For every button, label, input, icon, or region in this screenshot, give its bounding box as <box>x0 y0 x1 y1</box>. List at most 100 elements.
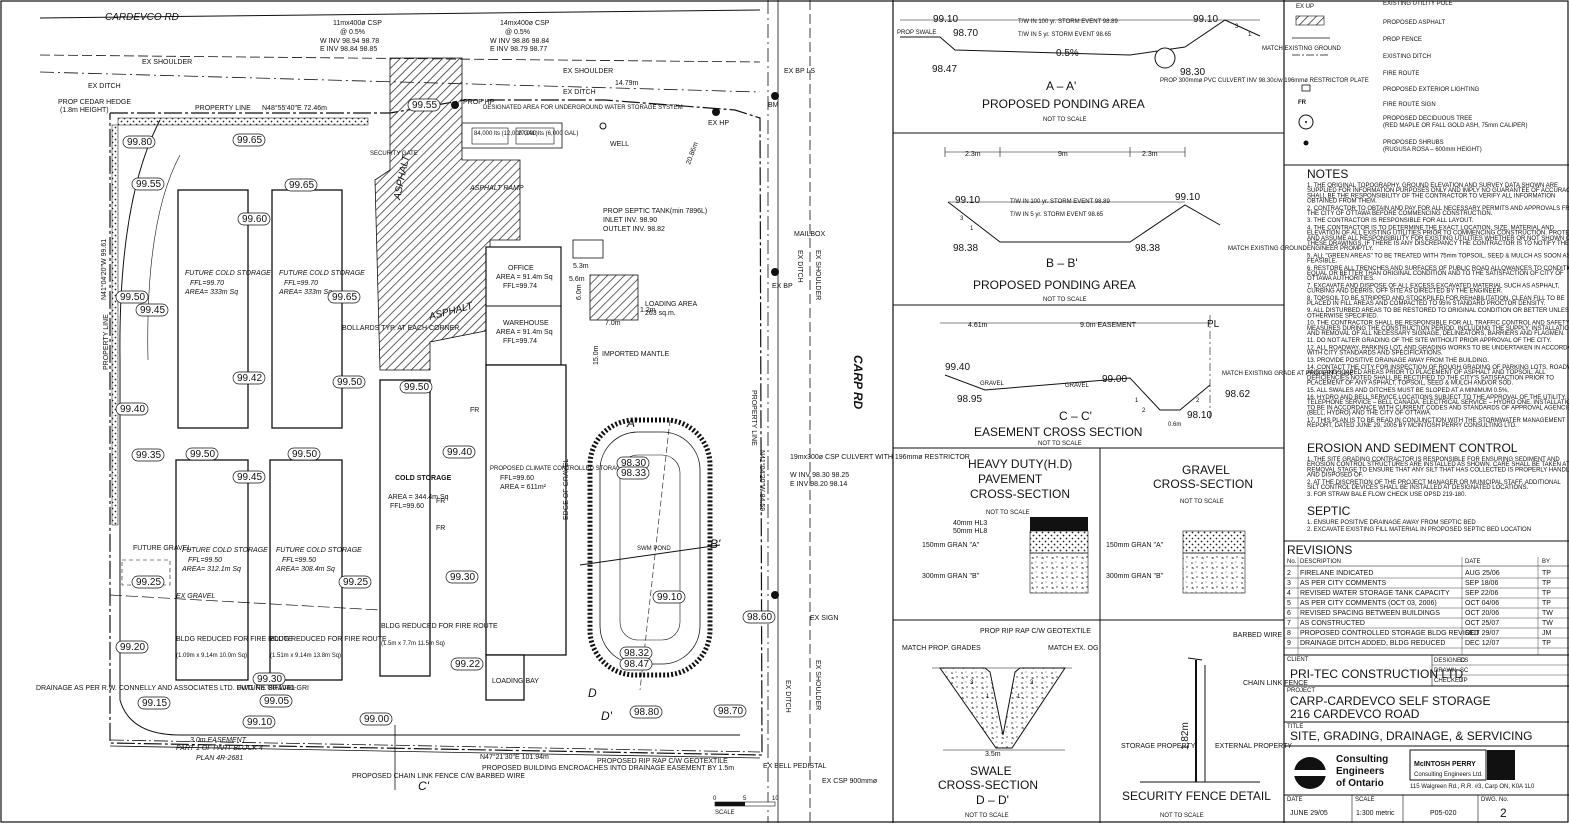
elevation-value: 99.25 <box>136 577 161 588</box>
elevation-value: 99.30 <box>257 674 282 685</box>
ex-shoulder-right-2: EX SHOULDER <box>814 660 821 710</box>
revision-cell: TW <box>1542 610 1553 617</box>
revisions-header: DESCRIPTION <box>1300 559 1341 565</box>
cold-storage-label: COLD STORAGE <box>395 475 452 482</box>
revision-cell: OCT 29/07 <box>1465 630 1499 637</box>
elevation-box <box>115 402 149 416</box>
ex-hp-label: EX HP <box>708 120 729 127</box>
swale-r1: 3 <box>970 680 974 686</box>
aa-tw5: T/W IN 5 yr. STORM EVENT 98.65 <box>1018 32 1112 38</box>
dim-1-2: 1.2m <box>640 307 656 314</box>
elevation-value: 99.42 <box>237 373 262 384</box>
elevation-value: 99.40 <box>447 447 472 458</box>
revision-cell: OCT 25/07 <box>1465 620 1499 627</box>
warehouse-area: AREA = 91.4m Sq <box>496 329 553 336</box>
logo-sub: Consulting Engineers Ltd. <box>1414 772 1483 778</box>
fence-height: 1.82m <box>1180 722 1191 750</box>
section-gravel: GRAVEL CROSS-SECTION NOT TO SCALE 150mm … <box>1106 463 1253 594</box>
mcintosh-logo <box>1409 749 1487 781</box>
elevation-value: 99.25 <box>343 577 368 588</box>
bb-dim-mid: 9m <box>1058 151 1068 158</box>
csp2-label: 14mx400ø CSP <box>500 20 550 27</box>
office-ffl: FFL=99.74 <box>503 283 537 290</box>
note-item-12: 12. ALL ROADWAY, PARKING LOT, AND GRADIN… <box>1307 345 1569 356</box>
note-item-8: 8. TOPSOIL TO BE STRIPPED AND STOCKPILED… <box>1307 296 1565 307</box>
aa-title: PROPOSED PONDING AREA <box>982 97 1145 111</box>
firm-1: Consulting <box>1336 754 1388 765</box>
elevation-value: 99.45 <box>237 472 262 483</box>
fcs3-label: FUTURE COLD STORAGE <box>182 547 268 554</box>
elevation-box <box>442 445 476 459</box>
checked-label: CHECKED <box>1434 678 1464 684</box>
section-a2-tag: A' <box>626 416 638 430</box>
revisions-header: BY <box>1542 559 1550 565</box>
revisions-header: No. <box>1287 559 1297 565</box>
elevation-box <box>284 178 318 192</box>
cc-e5: 98.10 <box>1187 410 1212 421</box>
elevation-value: 99.65 <box>332 292 357 303</box>
culvert-e: E INV 98.20 98.14 <box>790 481 847 488</box>
elevation-value: 98.47 <box>624 659 649 670</box>
note-item-9: 9. ALL DISTURBED AREAS TO BE RESTORED TO… <box>1307 308 1569 319</box>
legend-item-2: PROP FENCE <box>1383 37 1422 43</box>
scale-t1: 5 <box>743 796 747 802</box>
legend-ex-up: EX UP <box>1296 4 1314 10</box>
legend-item-8: PROPOSED SHRUBS <box>1383 140 1444 146</box>
bearing-right: N41°04'20"W 84.59 <box>758 450 766 511</box>
note-item-2: 2. CONTRACTOR TO OBTAIN AND PAY FOR ALL … <box>1307 206 1569 217</box>
cc-title: EASEMENT CROSS SECTION <box>974 425 1142 439</box>
note-item-3: 3. THE CONTRACTOR IS RESPONSIBLE FOR ALL… <box>1307 218 1473 224</box>
elevation-value: 99.35 <box>136 450 161 461</box>
cc-ratio-b: 2 <box>1142 408 1146 414</box>
checked-value: TP <box>1460 678 1468 684</box>
elevation-value: 99.05 <box>264 696 289 707</box>
climate-area: AREA = 611m² <box>500 484 547 491</box>
cc-e3: 99.00 <box>1102 374 1127 385</box>
culvert-w: W INV 98.30 98.25 <box>790 472 849 479</box>
aa-ratio1: 1 <box>1248 32 1252 38</box>
swale-r4: 3 <box>1030 680 1034 686</box>
revision-cell: SEP 18/06 <box>1465 580 1498 587</box>
csp2-w: W INV 98.86 98.84 <box>490 38 549 45</box>
gravel-title-1: GRAVEL <box>1182 463 1230 477</box>
septic-item-2: 2. EXCAVATE EXISTING FILL MATERIAL IN PR… <box>1307 527 1531 533</box>
elevation-value: 99.40 <box>120 404 145 415</box>
csp2-slope: @ 0.5% <box>505 29 530 36</box>
imported-mantle: IMPORTED MANTLE <box>602 351 669 358</box>
project-no: P05-020 <box>1430 810 1457 817</box>
note-item-5: 5. ALL "GREEN AREAS" TO BE TREATED WITH … <box>1307 253 1569 264</box>
gravel-gran-a: 150mm GRAN "A" <box>1106 542 1164 549</box>
legend-item-6: FIRE ROUTE SIGN <box>1383 102 1436 108</box>
swale-title-1: SWALE <box>970 764 1012 778</box>
fence-title: SECURITY FENCE DETAIL <box>1122 789 1271 803</box>
drawn-value: SC <box>1460 668 1469 674</box>
swale-r2: 1 <box>986 694 990 700</box>
elevation-box <box>450 657 484 671</box>
fence-nts: NOT TO SCALE <box>1160 813 1204 819</box>
erosion-item-1: 1. THE SITE GRADING CONTRACTOR IS RESPON… <box>1307 457 1569 479</box>
bldg-reduced-2-size: (1.51m x 9.14m 13.8m Sq) <box>270 653 341 659</box>
bb-tw100: T/W IN 100 yr. STORM EVENT 98.89 <box>1010 199 1110 205</box>
ex-shoulder-right: EX SHOULDER <box>814 250 821 300</box>
elevation-value: 99.55 <box>412 100 437 111</box>
ex-ditch-label: EX DITCH <box>88 83 121 90</box>
date-value: JUNE 29/05 <box>1290 810 1328 817</box>
csp1-slope: @ 0.5% <box>340 29 365 36</box>
elevation-value: 98.60 <box>747 612 772 623</box>
septic-label: PROP SEPTIC TANK(min 7896L) <box>603 208 707 215</box>
client-name: PRI-TEC CONSTRUCTION LTD <box>1290 667 1463 681</box>
notes: NOTES 1. THE ORIGINAL TOPOGRAPHY, GROUND… <box>1307 167 1569 533</box>
section-aa: 99.10 98.70 99.10 98.47 98.30 0.5% T/W I… <box>893 14 1369 134</box>
fcs2-ffl: FFL=99.70 <box>284 280 318 287</box>
easement-label: 3.0m EASEMENT <box>190 737 247 744</box>
revision-cell: 2 <box>1287 570 1291 577</box>
elevation-value: 99.50 <box>404 382 429 393</box>
elevation-value: 99.55 <box>136 179 161 190</box>
ex-ditch-label-2: EX DITCH <box>563 89 596 96</box>
ex-sign-label: EX SIGN <box>810 615 838 622</box>
elevation-box <box>713 704 747 718</box>
bldg-reduced-3-size: (1.5m x 7.7m 11.5m Sq) <box>381 641 445 647</box>
